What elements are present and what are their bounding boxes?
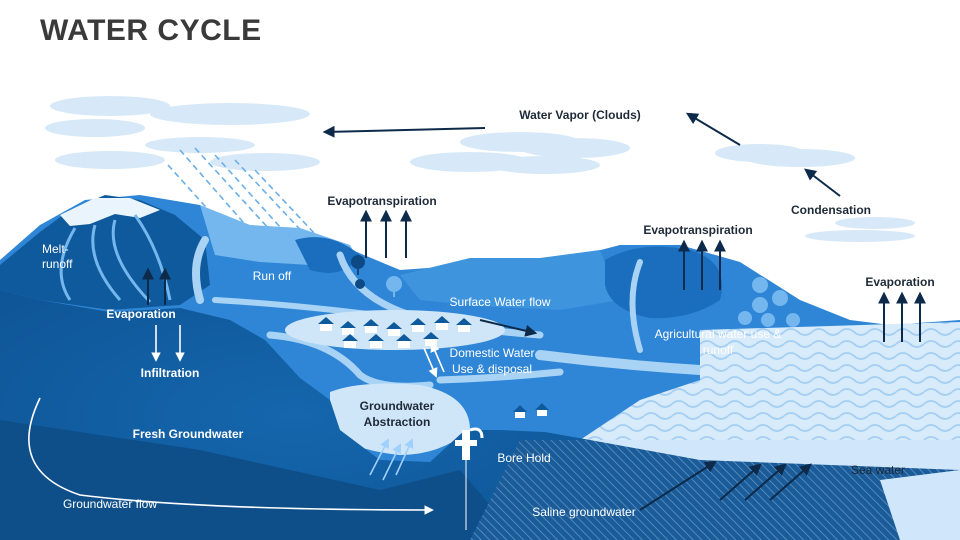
arrows-white [28, 325, 445, 515]
houses [318, 316, 549, 418]
cloud-icon [45, 96, 310, 137]
arrow-condensation [804, 168, 841, 197]
label-run-off: Run off [253, 269, 292, 283]
shallow-basin [330, 383, 470, 455]
arrow-groundwater-flow [28, 397, 434, 515]
arrows-dark [142, 112, 926, 511]
water-pump-icon [455, 427, 484, 530]
arrow-vapor-right [685, 112, 741, 146]
house-icon [456, 318, 472, 332]
tree-icon [752, 297, 768, 313]
hill-dark-right [605, 246, 722, 319]
sea-surface [580, 322, 960, 460]
label-condensation: Condensation [791, 203, 871, 217]
house-icon [318, 317, 334, 331]
mountain-snow [60, 198, 160, 226]
sea-bed [880, 470, 960, 540]
house-icon [410, 318, 426, 332]
tree-icon [351, 255, 365, 275]
tree-icon [386, 276, 402, 297]
arrow-saline [719, 463, 762, 501]
arrow-saline [744, 463, 787, 501]
arrow-vapor-left [322, 125, 486, 138]
label-agri-2: runoff [703, 343, 734, 357]
label-agri-1: Agricultural water use & [655, 327, 782, 341]
hill-light-mid [400, 250, 620, 310]
arrow-saline [769, 463, 812, 501]
house-icon [434, 316, 450, 330]
house-icon [535, 403, 549, 416]
rain-streaks [167, 147, 331, 251]
house-icon [368, 334, 384, 348]
label-saline-groundwater: Saline groundwater [532, 505, 635, 519]
house-icon [513, 405, 527, 418]
label-groundwater-flow: Groundwater flow [63, 497, 157, 511]
mountain [0, 195, 210, 310]
label-bore-hold: Bore Hold [497, 451, 550, 465]
label-evapotranspiration-left: Evapotranspiration [327, 194, 436, 208]
house-icon [363, 319, 379, 333]
label-melt-runoff-1: Melt- [42, 242, 69, 256]
label-surface-water-flow: Surface Water flow [450, 295, 551, 309]
label-groundwater-abstraction-2: Abstraction [364, 415, 431, 429]
cloud-icon [805, 217, 915, 242]
house-icon [386, 322, 402, 336]
house-icon [342, 334, 358, 348]
tree-icon [355, 279, 365, 289]
arrow-domestic [423, 347, 438, 378]
cloud-icon [715, 144, 855, 167]
label-evaporation-sea: Evaporation [865, 275, 934, 289]
label-evaporation-land: Evaporation [106, 307, 175, 321]
label-groundwater-abstraction-1: Groundwater [360, 399, 435, 413]
house-icon [396, 334, 412, 348]
clouds [45, 96, 915, 242]
cloud-icon [410, 132, 630, 174]
tree-icon [786, 313, 800, 327]
tree-icon [761, 313, 775, 327]
labels: Water Vapor (Clouds) Condensation Evapot… [42, 108, 935, 519]
label-melt-runoff-2: runoff [42, 257, 73, 271]
arrow-saline [639, 460, 718, 511]
tree-icon [772, 290, 788, 306]
tree-icon [752, 277, 768, 293]
trees [351, 255, 800, 327]
arrows-abstraction [369, 438, 414, 481]
label-water-vapor: Water Vapor (Clouds) [519, 108, 641, 122]
label-domestic-water-1: Domestic Water [450, 346, 535, 360]
saline-groundwater [470, 440, 960, 540]
page-title: WATER CYCLE [40, 14, 262, 47]
label-fresh-groundwater: Fresh Groundwater [133, 427, 244, 441]
arrow-surface-flow [479, 319, 538, 337]
house-icon [423, 332, 439, 346]
cloud-icon [55, 137, 320, 171]
label-infiltration: Infiltration [141, 366, 200, 380]
arrow-domestic [430, 342, 445, 373]
tree-icon [738, 311, 752, 325]
label-sea-water: Sea water [851, 463, 905, 477]
label-domestic-water-2: Use & disposal [452, 362, 532, 376]
house-icon [340, 321, 356, 335]
melt-streams [59, 214, 172, 304]
label-evapotranspiration-right: Evapotranspiration [643, 223, 752, 237]
